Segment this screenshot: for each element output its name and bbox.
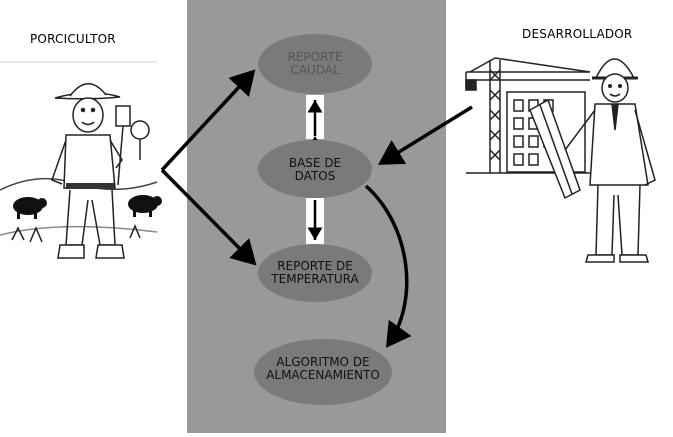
node-algoritmo-line1: ALGORITMO DE — [276, 355, 370, 369]
node-base-datos-line2: DATOS — [294, 169, 336, 183]
node-base-datos-line1: BASE DE — [288, 156, 342, 170]
arrow-farmer-caudal — [160, 69, 256, 172]
node-algoritmo — [254, 339, 392, 405]
node-base-datos-label: BASE DE DATOS — [258, 157, 372, 183]
node-reporte-temperatura-line2: TEMPERATURA — [271, 272, 359, 286]
node-reporte-caudal-line1: REPORTE — [287, 50, 343, 64]
arrow-base-algoritmo — [364, 184, 412, 348]
node-reporte-caudal — [258, 34, 372, 94]
actor-label-desarrollador: DESARROLLADOR — [522, 27, 633, 41]
node-base-datos — [258, 140, 372, 198]
arrow-farmer-temperatura — [160, 168, 257, 266]
node-algoritmo-line2: ALMACENAMIENTO — [266, 368, 380, 382]
node-reporte-caudal-label: REPORTE CAUDAL — [258, 51, 372, 77]
node-reporte-temperatura-label: REPORTE DE TEMPERATURA — [254, 260, 376, 286]
farmer-with-pigs-icon — [0, 61, 162, 268]
arrow-developer-base — [378, 105, 473, 165]
node-reporte-temperatura — [258, 244, 372, 302]
node-reporte-caudal-line2: CAUDAL — [290, 63, 340, 77]
node-algoritmo-label: ALGORITMO DE ALMACENAMIENTO — [251, 356, 395, 382]
actor-label-porcicultor: PORCICULTOR — [30, 32, 116, 46]
node-reporte-temperatura-line1: REPORTE DE — [277, 259, 353, 273]
engineer-with-crane-icon — [465, 57, 656, 263]
